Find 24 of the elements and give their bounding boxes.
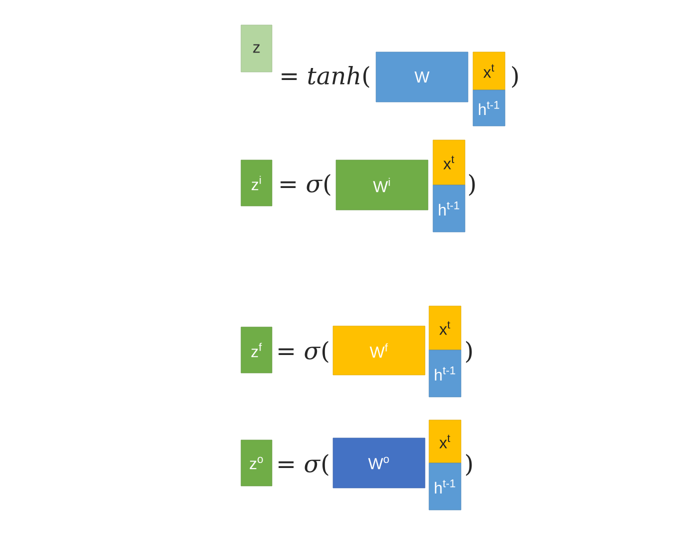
closing-parenthesis: ) — [466, 341, 472, 363]
output-box: z$^{i}$ — [240, 160, 272, 206]
hidden-vector-box: h$^{t-1}$ — [432, 184, 466, 232]
closing-parenthesis: ) — [466, 454, 472, 476]
closing-parenthesis: ) — [512, 66, 518, 88]
weight-matrix-box: W — [376, 52, 468, 102]
output-box: z — [240, 24, 272, 72]
hidden-vector-box: h$^{t-1}$ — [428, 350, 462, 398]
input-vector-box: x$^{t}$ — [428, 420, 462, 464]
weight-matrix-box: W$^{f}$ — [332, 326, 426, 376]
hidden-vector-box: h$^{t-1}$ — [472, 90, 506, 126]
weight-matrix-box: W$^{i}$ — [336, 160, 428, 210]
weight-matrix-box: W$^{o}$ — [332, 438, 426, 488]
equation-operator: = σ( — [278, 341, 328, 363]
input-vector-box: x$^{t}$ — [472, 52, 506, 90]
hidden-vector-box: h$^{t-1}$ — [428, 462, 462, 510]
equation-operator: = σ( — [280, 174, 330, 196]
output-box: z$^{f}$ — [240, 326, 272, 374]
input-vector-box: x$^{t}$ — [428, 306, 462, 350]
output-box: z$^{o}$ — [240, 440, 272, 486]
equation-operator: = σ( — [278, 454, 328, 476]
input-vector-box: x$^{t}$ — [432, 140, 466, 186]
closing-parenthesis: ) — [469, 174, 475, 196]
equation-operator: = tanh( — [282, 66, 370, 88]
